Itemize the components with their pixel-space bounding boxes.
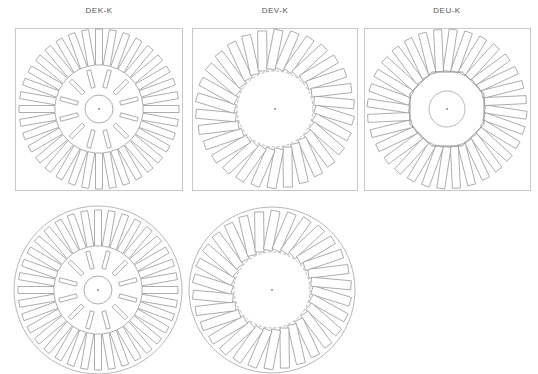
figure-label: DEV-K xyxy=(262,6,289,15)
stator-slot xyxy=(450,146,460,188)
stator-slot xyxy=(103,152,116,189)
stator-slot xyxy=(458,143,476,186)
frame-square xyxy=(193,29,358,191)
stator-slot xyxy=(314,96,355,109)
stator-slot xyxy=(19,294,56,307)
stator-slot xyxy=(255,212,265,252)
stator-slot xyxy=(368,112,410,122)
stator-slot xyxy=(239,215,257,256)
center-dot xyxy=(97,289,99,291)
stator-slot xyxy=(291,143,309,184)
rotor-slot xyxy=(59,294,78,303)
rotor-slot xyxy=(119,294,138,303)
center-dot xyxy=(446,108,448,110)
rotor-slot xyxy=(112,304,128,320)
rotor-slot xyxy=(86,251,95,269)
frame-square xyxy=(16,29,183,191)
stator-slot xyxy=(288,324,306,365)
rotor-slot xyxy=(69,123,85,139)
frame-square xyxy=(365,29,531,191)
stator-slot xyxy=(96,153,103,189)
rotor-slot xyxy=(112,260,128,276)
stator-slot xyxy=(141,273,178,286)
rotor-octagon xyxy=(410,72,484,146)
stator-slot xyxy=(481,81,524,99)
rotor-slot xyxy=(120,97,139,106)
stator-slot xyxy=(95,334,102,370)
stator-slot xyxy=(102,333,115,370)
stator-slot xyxy=(311,84,352,98)
stator-slot xyxy=(82,30,95,67)
stator-slot xyxy=(419,32,437,75)
stator-slot xyxy=(142,287,178,294)
center-dot xyxy=(98,108,100,110)
figure-label: DEK-K xyxy=(86,6,113,15)
rotor-slot xyxy=(113,123,129,139)
stator-slot xyxy=(311,277,352,290)
rotor-slot xyxy=(60,97,79,106)
stator-slot xyxy=(484,96,526,106)
stator-slot xyxy=(308,265,349,279)
figure-label: DEU-K xyxy=(433,6,460,15)
center-dot xyxy=(274,108,276,110)
center-dot xyxy=(271,289,273,291)
rotor-slot xyxy=(87,70,96,89)
shaft xyxy=(85,95,113,123)
rotor-slot xyxy=(103,70,112,89)
stator-slot xyxy=(96,29,103,65)
rotor-slot xyxy=(103,130,112,149)
rotor-slot xyxy=(113,79,129,95)
stator-slot xyxy=(95,210,102,246)
stator-slot xyxy=(280,328,290,368)
shaft xyxy=(429,91,465,127)
rotor-slot xyxy=(59,278,78,287)
stator-slot xyxy=(19,106,55,113)
rotor-slot xyxy=(87,130,96,149)
stator-slot xyxy=(283,147,293,187)
rotor-slot xyxy=(69,79,85,95)
rotor-slot xyxy=(119,278,138,287)
rotor-outline xyxy=(237,71,313,147)
stator-slot xyxy=(143,106,179,113)
rotor-slot xyxy=(120,113,139,122)
stator-slot xyxy=(195,302,236,316)
stator-slot xyxy=(142,92,179,105)
frame-circle xyxy=(189,207,355,373)
shaft xyxy=(84,276,112,304)
rotor-slot xyxy=(102,251,111,269)
rotor-slot xyxy=(60,113,79,122)
stator-slot xyxy=(20,113,57,126)
stator-slot xyxy=(434,30,444,72)
rotor-slot xyxy=(68,260,84,276)
rotor-outline xyxy=(234,252,310,328)
stator-slot xyxy=(258,31,268,71)
stator-slot xyxy=(370,120,413,138)
rotor-slot xyxy=(86,311,95,330)
stator-slot xyxy=(242,34,260,75)
stator-slot xyxy=(81,211,94,248)
stator-slot xyxy=(198,121,239,135)
stator-slot xyxy=(18,287,54,294)
rotor-slot xyxy=(102,311,111,330)
frame-circle xyxy=(14,206,182,374)
rotor-slot xyxy=(68,304,84,320)
